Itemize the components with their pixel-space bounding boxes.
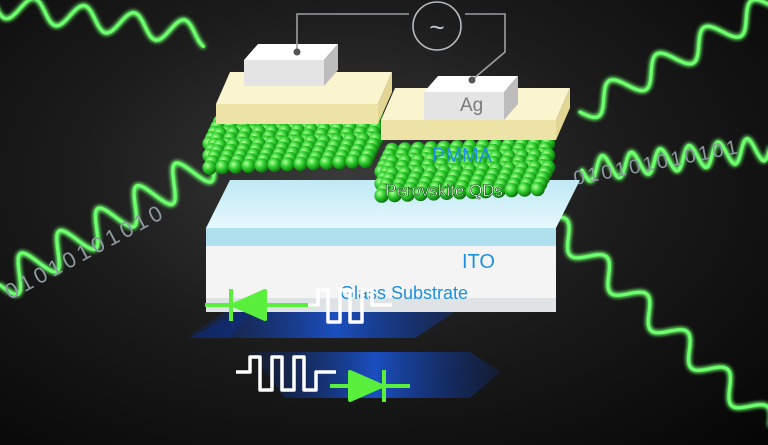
ag-electrode-right [424,76,518,120]
signal-wave-right [580,136,768,183]
quantum-dot [478,184,493,199]
quantum-dot [400,187,415,202]
perovskite-qd-layer-right [374,136,556,203]
signal-wave-left [0,138,234,297]
svg-text:~: ~ [429,12,444,42]
quantum-dot [413,186,428,202]
quantum-dot [306,156,321,171]
quantum-dot [228,159,243,174]
quantum-dot [267,157,282,172]
quantum-dot [517,182,532,197]
pulse-train-icon-bottom [236,355,336,392]
quantum-dot [319,155,334,170]
quantum-dot [426,186,441,201]
ito-label: ITO [462,251,495,273]
signal-wave-top-left [0,0,205,48]
ag-electrode-left [244,44,338,86]
quantum-dot [241,158,256,174]
quantum-dot [387,187,402,203]
svg-text:010101010101: 010101010101 [572,136,743,190]
signal-wave-top-right [578,0,768,119]
quantum-dot [345,154,360,169]
signal-wave-bottom-right [525,198,768,410]
diode-icon-top [205,289,315,321]
quantum-dot [504,182,519,198]
quantum-dot [491,183,506,198]
quantum-dot [452,185,467,200]
pulse-train-icon-top [308,288,392,324]
ac-source-icon: ~ [412,1,462,51]
quantum-dot [202,160,217,175]
pmma-label: PMMA [432,145,493,167]
perovskite-qds-label: Perovskite QDs [385,181,503,200]
ag-label: Ag [460,95,483,116]
binary-text-right: 010101010101 [572,136,743,190]
svg-text:01010101010: 01010101010 [1,198,170,304]
quantum-dot [293,156,308,171]
glass-substrate-label: Glass Substrate [340,283,468,303]
quantum-dot [215,159,230,175]
binary-text-left: 01010101010 [1,198,170,304]
quantum-dot [530,181,545,197]
quantum-dot [465,184,480,199]
diode-icon-bottom [330,370,410,402]
quantum-dot [439,185,454,200]
quantum-dot [358,153,373,169]
quantum-dot [254,158,269,173]
quantum-dot [332,154,347,170]
quantum-dot [280,157,295,172]
circuit-wires [293,13,506,84]
quantum-dot [374,188,389,203]
